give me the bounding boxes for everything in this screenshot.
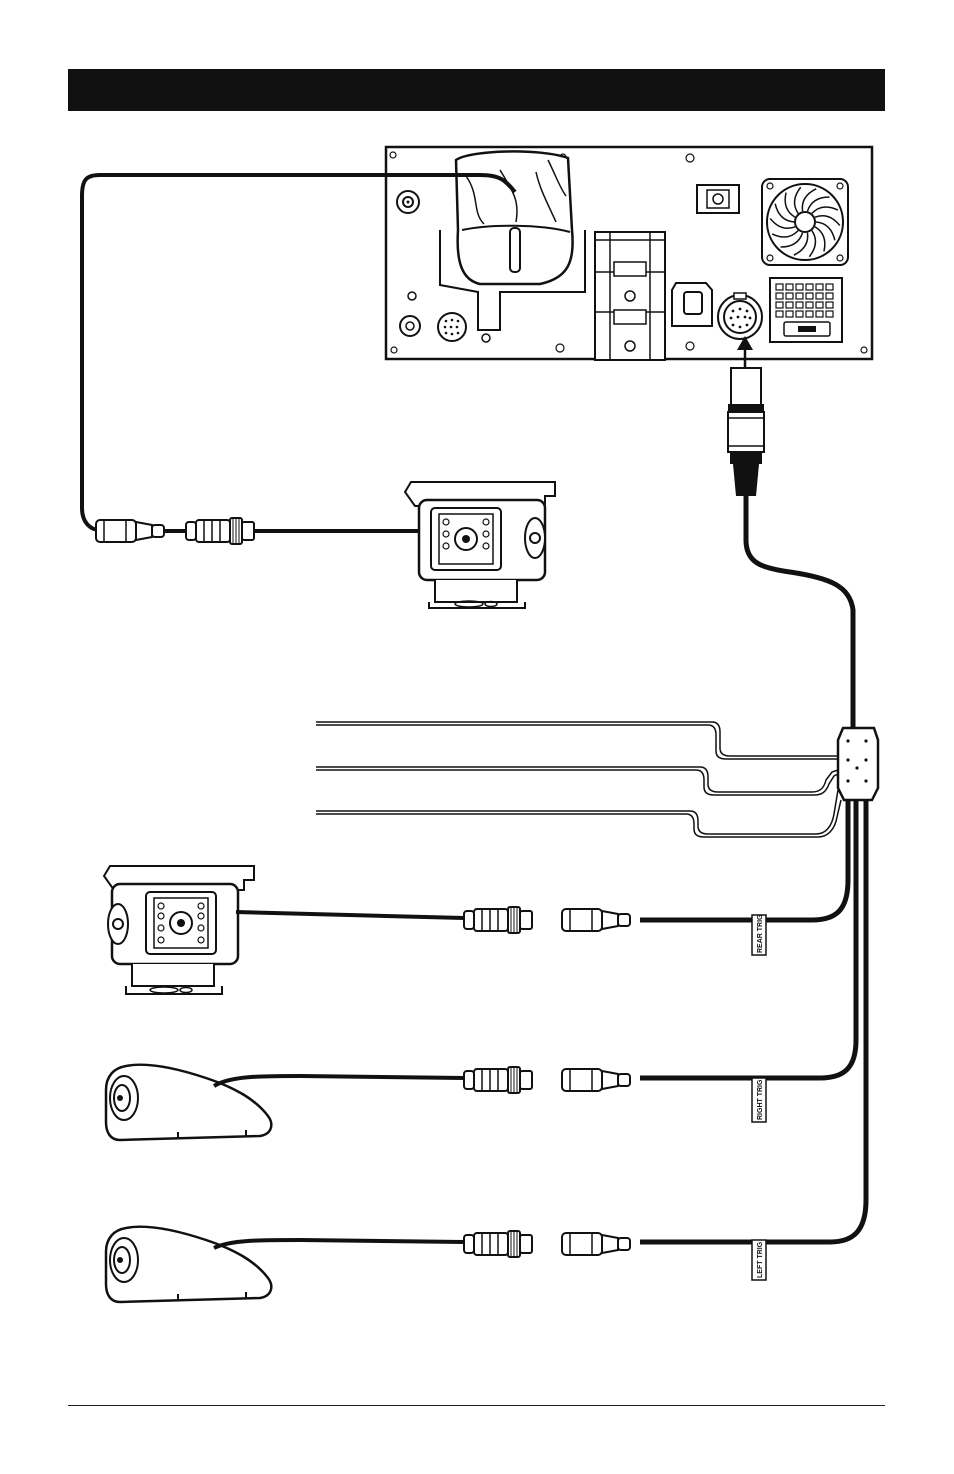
front-cable-male-connector (186, 518, 254, 544)
left-side-camera-icon (106, 1227, 271, 1302)
trigger-wires (316, 722, 841, 837)
rear-cable-female-connector (562, 909, 630, 931)
front-box-camera-icon (405, 482, 555, 608)
camera-input-cable (746, 496, 853, 728)
right-cable-male-connector (464, 1067, 532, 1093)
right-trig-tag: RIGHT TRIG (752, 1078, 766, 1122)
left-trig-tag: LEFT TRIG (752, 1240, 766, 1280)
camera-input-plug (728, 368, 764, 496)
rear-trig-label: REAR TRIG (757, 914, 764, 953)
head-unit-rear-panel-icon (386, 147, 872, 360)
right-cable-female-connector (562, 1069, 630, 1091)
rear-cable-male-connector (464, 907, 532, 933)
splitter-output-cables (640, 800, 866, 1242)
rear-box-camera-icon (104, 866, 254, 994)
left-cable-female-connector (562, 1233, 630, 1255)
front-cable-female-connector (96, 520, 164, 542)
right-trig-label: RIGHT TRIG (757, 1079, 764, 1120)
trigger-splitter-icon (838, 728, 878, 800)
rear-trig-tag: REAR TRIG (752, 914, 766, 955)
left-trig-label: LEFT TRIG (757, 1241, 764, 1278)
left-cable-male-connector (464, 1231, 532, 1257)
